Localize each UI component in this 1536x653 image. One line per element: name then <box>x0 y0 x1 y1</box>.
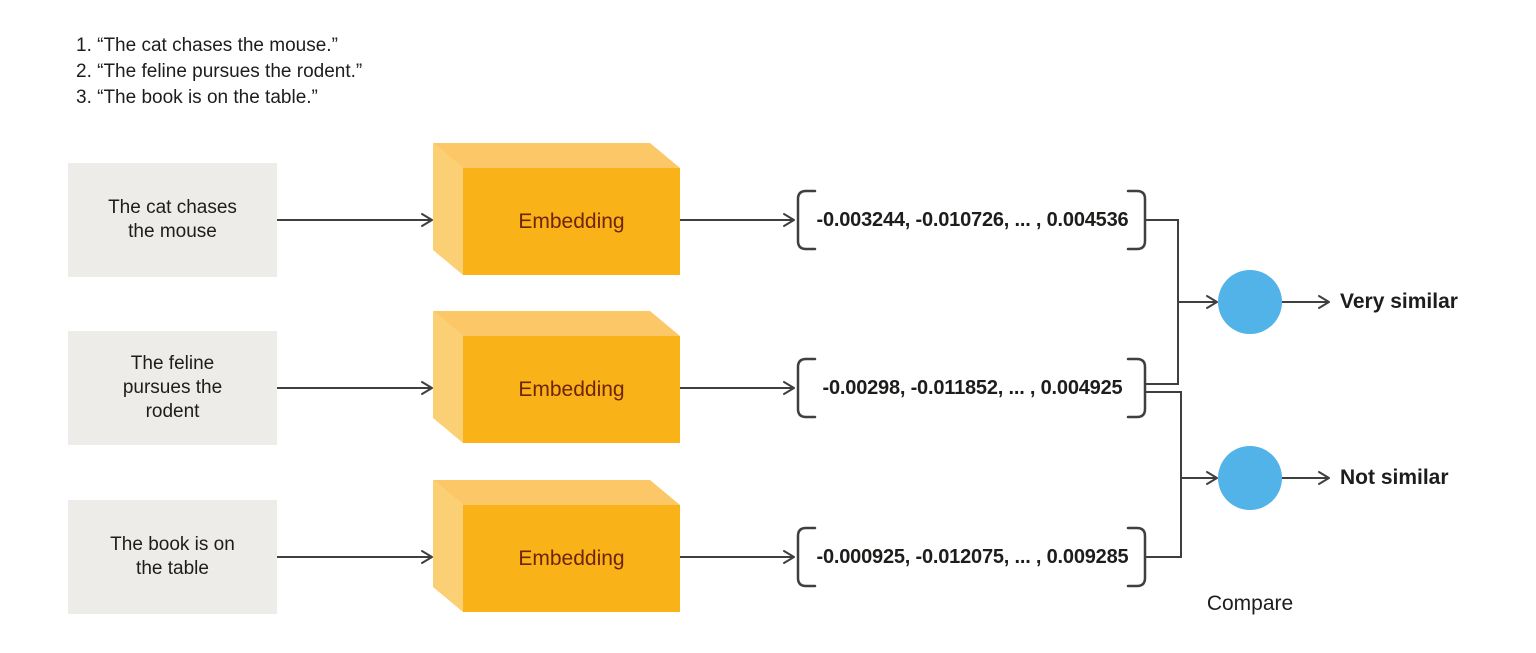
embedding-block-side-face <box>433 143 463 275</box>
vector-values-3: -0.000925, -0.012075, ... , 0.009285 <box>816 545 1129 568</box>
source-box-text: The cat chases the mouse <box>108 197 237 242</box>
embedding-block-label: Embedding <box>518 546 625 570</box>
embedding-block-top-face <box>433 143 680 168</box>
source-box-text: The book is on the table <box>110 534 235 579</box>
vector-bracket-right <box>1126 357 1147 419</box>
connector-vectors-1-2 <box>1146 219 1179 385</box>
embedding-block-top-face <box>433 480 680 505</box>
sentence-list: 1. “The cat chases the mouse.” 2. “The f… <box>76 33 362 111</box>
vector-bracket-left <box>796 357 817 419</box>
embedding-block-side-face <box>433 480 463 612</box>
vector-bracket-right <box>1126 189 1147 251</box>
compare-node-circle <box>1218 446 1282 510</box>
embedding-block-label: Embedding <box>518 209 625 233</box>
sentence-list-item: 1. “The cat chases the mouse.” <box>76 35 338 56</box>
embedding-block-front-face <box>463 168 680 275</box>
source-box-1: The cat chases the mouse <box>68 163 277 277</box>
result-label-not-similar: Not similar <box>1340 466 1449 489</box>
source-box-3: The book is on the table <box>68 500 277 614</box>
embedding-block-front-face <box>463 505 680 612</box>
embedding-block-side-face <box>433 311 463 443</box>
source-box-2: The feline pursues the rodent <box>68 331 277 445</box>
embedding-block-top-face <box>433 311 680 336</box>
compare-node-circle <box>1218 270 1282 334</box>
embedding-block-label: Embedding <box>518 377 625 401</box>
vector-bracket-right <box>1126 526 1147 588</box>
embedding-block-front-face <box>463 336 680 443</box>
vector-values-1: -0.003244, -0.010726, ... , 0.004536 <box>816 208 1129 231</box>
connector-vectors-2-3 <box>1146 391 1182 558</box>
vector-values-2: -0.00298, -0.011852, ... , 0.004925 <box>822 376 1123 399</box>
compare-caption: Compare <box>1206 592 1294 615</box>
vector-bracket-left <box>796 526 817 588</box>
sentence-list-item: 2. “The feline pursues the rodent.” <box>76 61 363 82</box>
vector-bracket-left <box>796 189 817 251</box>
sentence-list-item: 3. “The book is on the table.” <box>76 87 318 108</box>
result-label-very-similar: Very similar <box>1340 290 1458 313</box>
source-box-text: The feline pursues the rodent <box>122 353 223 422</box>
